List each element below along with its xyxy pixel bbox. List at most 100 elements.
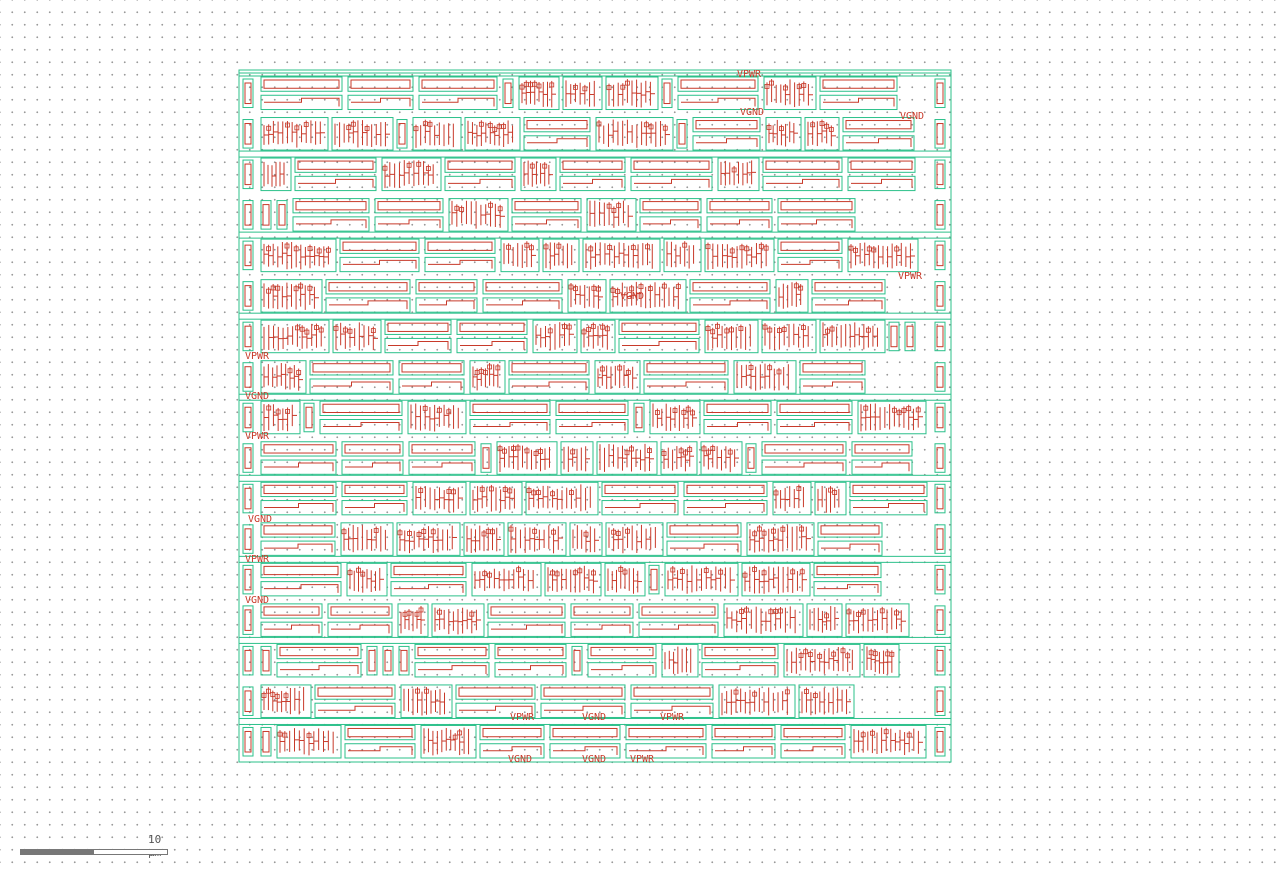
- logic-cell: [718, 684, 796, 718]
- tap-cell: [934, 78, 946, 109]
- fill-cell: [292, 198, 370, 232]
- pin-label: VPWR: [898, 271, 923, 282]
- logic-cell: [717, 157, 760, 192]
- logic-cell: [381, 157, 442, 192]
- pin-label: VPWR: [245, 431, 270, 442]
- logic-cell: [661, 643, 699, 678]
- logic-cell: [260, 279, 323, 313]
- logic-cell: [346, 562, 388, 597]
- pin-label: VPWR: [737, 69, 762, 80]
- logic-cell: [596, 441, 658, 475]
- logic-cell: [567, 279, 607, 313]
- logic-cell: [798, 684, 855, 718]
- fill-cell: [508, 360, 590, 394]
- fill-cell: [618, 319, 700, 354]
- fill-cell: [701, 643, 779, 678]
- fill-cell: [309, 360, 394, 394]
- fill-cell: [341, 441, 404, 475]
- scale-bar-label: 10 µm: [148, 833, 162, 859]
- tap-cell: [934, 402, 946, 433]
- fill-cell: [260, 603, 323, 637]
- pin-label: VGND: [245, 595, 270, 606]
- logic-cell: [765, 117, 802, 151]
- fill-cell: [314, 684, 396, 718]
- fill-cell: [811, 279, 886, 313]
- tap-cell: [242, 200, 254, 230]
- logic-cell: [463, 522, 505, 556]
- tap-cell: [571, 645, 583, 676]
- fill-cell: [625, 724, 707, 759]
- fill-cell: [813, 562, 882, 597]
- fill-cell: [630, 684, 714, 718]
- tap-cell: [382, 645, 394, 676]
- fill-cell: [776, 400, 853, 435]
- tap-cell: [934, 726, 946, 757]
- fill-cell: [819, 76, 898, 111]
- fill-cell: [479, 724, 545, 759]
- logic-cell: [741, 562, 811, 597]
- logic-cell: [663, 238, 702, 273]
- fill-cell: [455, 684, 536, 718]
- fill-cell: [780, 724, 846, 759]
- logic-cell: [806, 603, 843, 637]
- logic-cell: [562, 76, 603, 111]
- logic-cell: [448, 198, 509, 232]
- logic-cell: [649, 400, 701, 435]
- fill-cell: [762, 157, 843, 192]
- logic-cell: [845, 603, 910, 637]
- fill-cell: [344, 724, 416, 759]
- tap-cell: [242, 119, 254, 149]
- logic-cell: [783, 643, 861, 678]
- fill-cell: [847, 157, 916, 192]
- logic-cell: [863, 643, 900, 678]
- tap-cell: [633, 402, 645, 433]
- tap-cell: [242, 726, 254, 757]
- logic-cell: [763, 76, 817, 111]
- power-rail: [238, 312, 952, 320]
- pin-label: VPWR: [245, 351, 270, 362]
- fill-cell: [469, 400, 551, 435]
- logic-cell: [850, 724, 927, 759]
- fill-cell: [487, 603, 566, 637]
- fill-cell: [549, 724, 621, 759]
- fill-cell: [842, 117, 915, 151]
- pin-label: VGND: [900, 111, 925, 122]
- tap-cell: [242, 362, 254, 392]
- logic-cell: [340, 522, 394, 556]
- tap-cell: [242, 524, 254, 554]
- fill-cell: [339, 238, 420, 273]
- fill-cell: [456, 319, 528, 354]
- tap-cell: [398, 645, 410, 676]
- logic-cell: [520, 157, 557, 192]
- tap-cell: [242, 564, 254, 595]
- fill-cell: [319, 400, 403, 435]
- logic-cell: [700, 441, 743, 475]
- fill-cell: [260, 522, 336, 556]
- logic-cell: [569, 522, 603, 556]
- logic-cell: [605, 76, 659, 111]
- tap-cell: [904, 321, 916, 352]
- logic-cell: [664, 562, 739, 597]
- fill-cell: [494, 643, 567, 678]
- tap-cell: [934, 605, 946, 635]
- fill-cell: [415, 279, 478, 313]
- tap-cell: [396, 119, 408, 149]
- logic-cell: [595, 117, 674, 151]
- logic-cell: [586, 198, 637, 232]
- tap-cell: [661, 78, 673, 109]
- logic-cell: [746, 522, 815, 556]
- fill-cell: [817, 522, 883, 556]
- tap-cell: [260, 200, 272, 230]
- logic-cell: [814, 481, 847, 516]
- fill-cell: [260, 481, 337, 516]
- pin-label: VGND: [245, 391, 270, 402]
- logic-cell: [260, 319, 330, 354]
- tap-cell: [934, 524, 946, 554]
- fill-cell: [639, 198, 702, 232]
- logic-cell: [332, 319, 382, 354]
- tap-cell: [242, 605, 254, 635]
- tap-cell: [934, 443, 946, 473]
- tap-cell: [934, 645, 946, 676]
